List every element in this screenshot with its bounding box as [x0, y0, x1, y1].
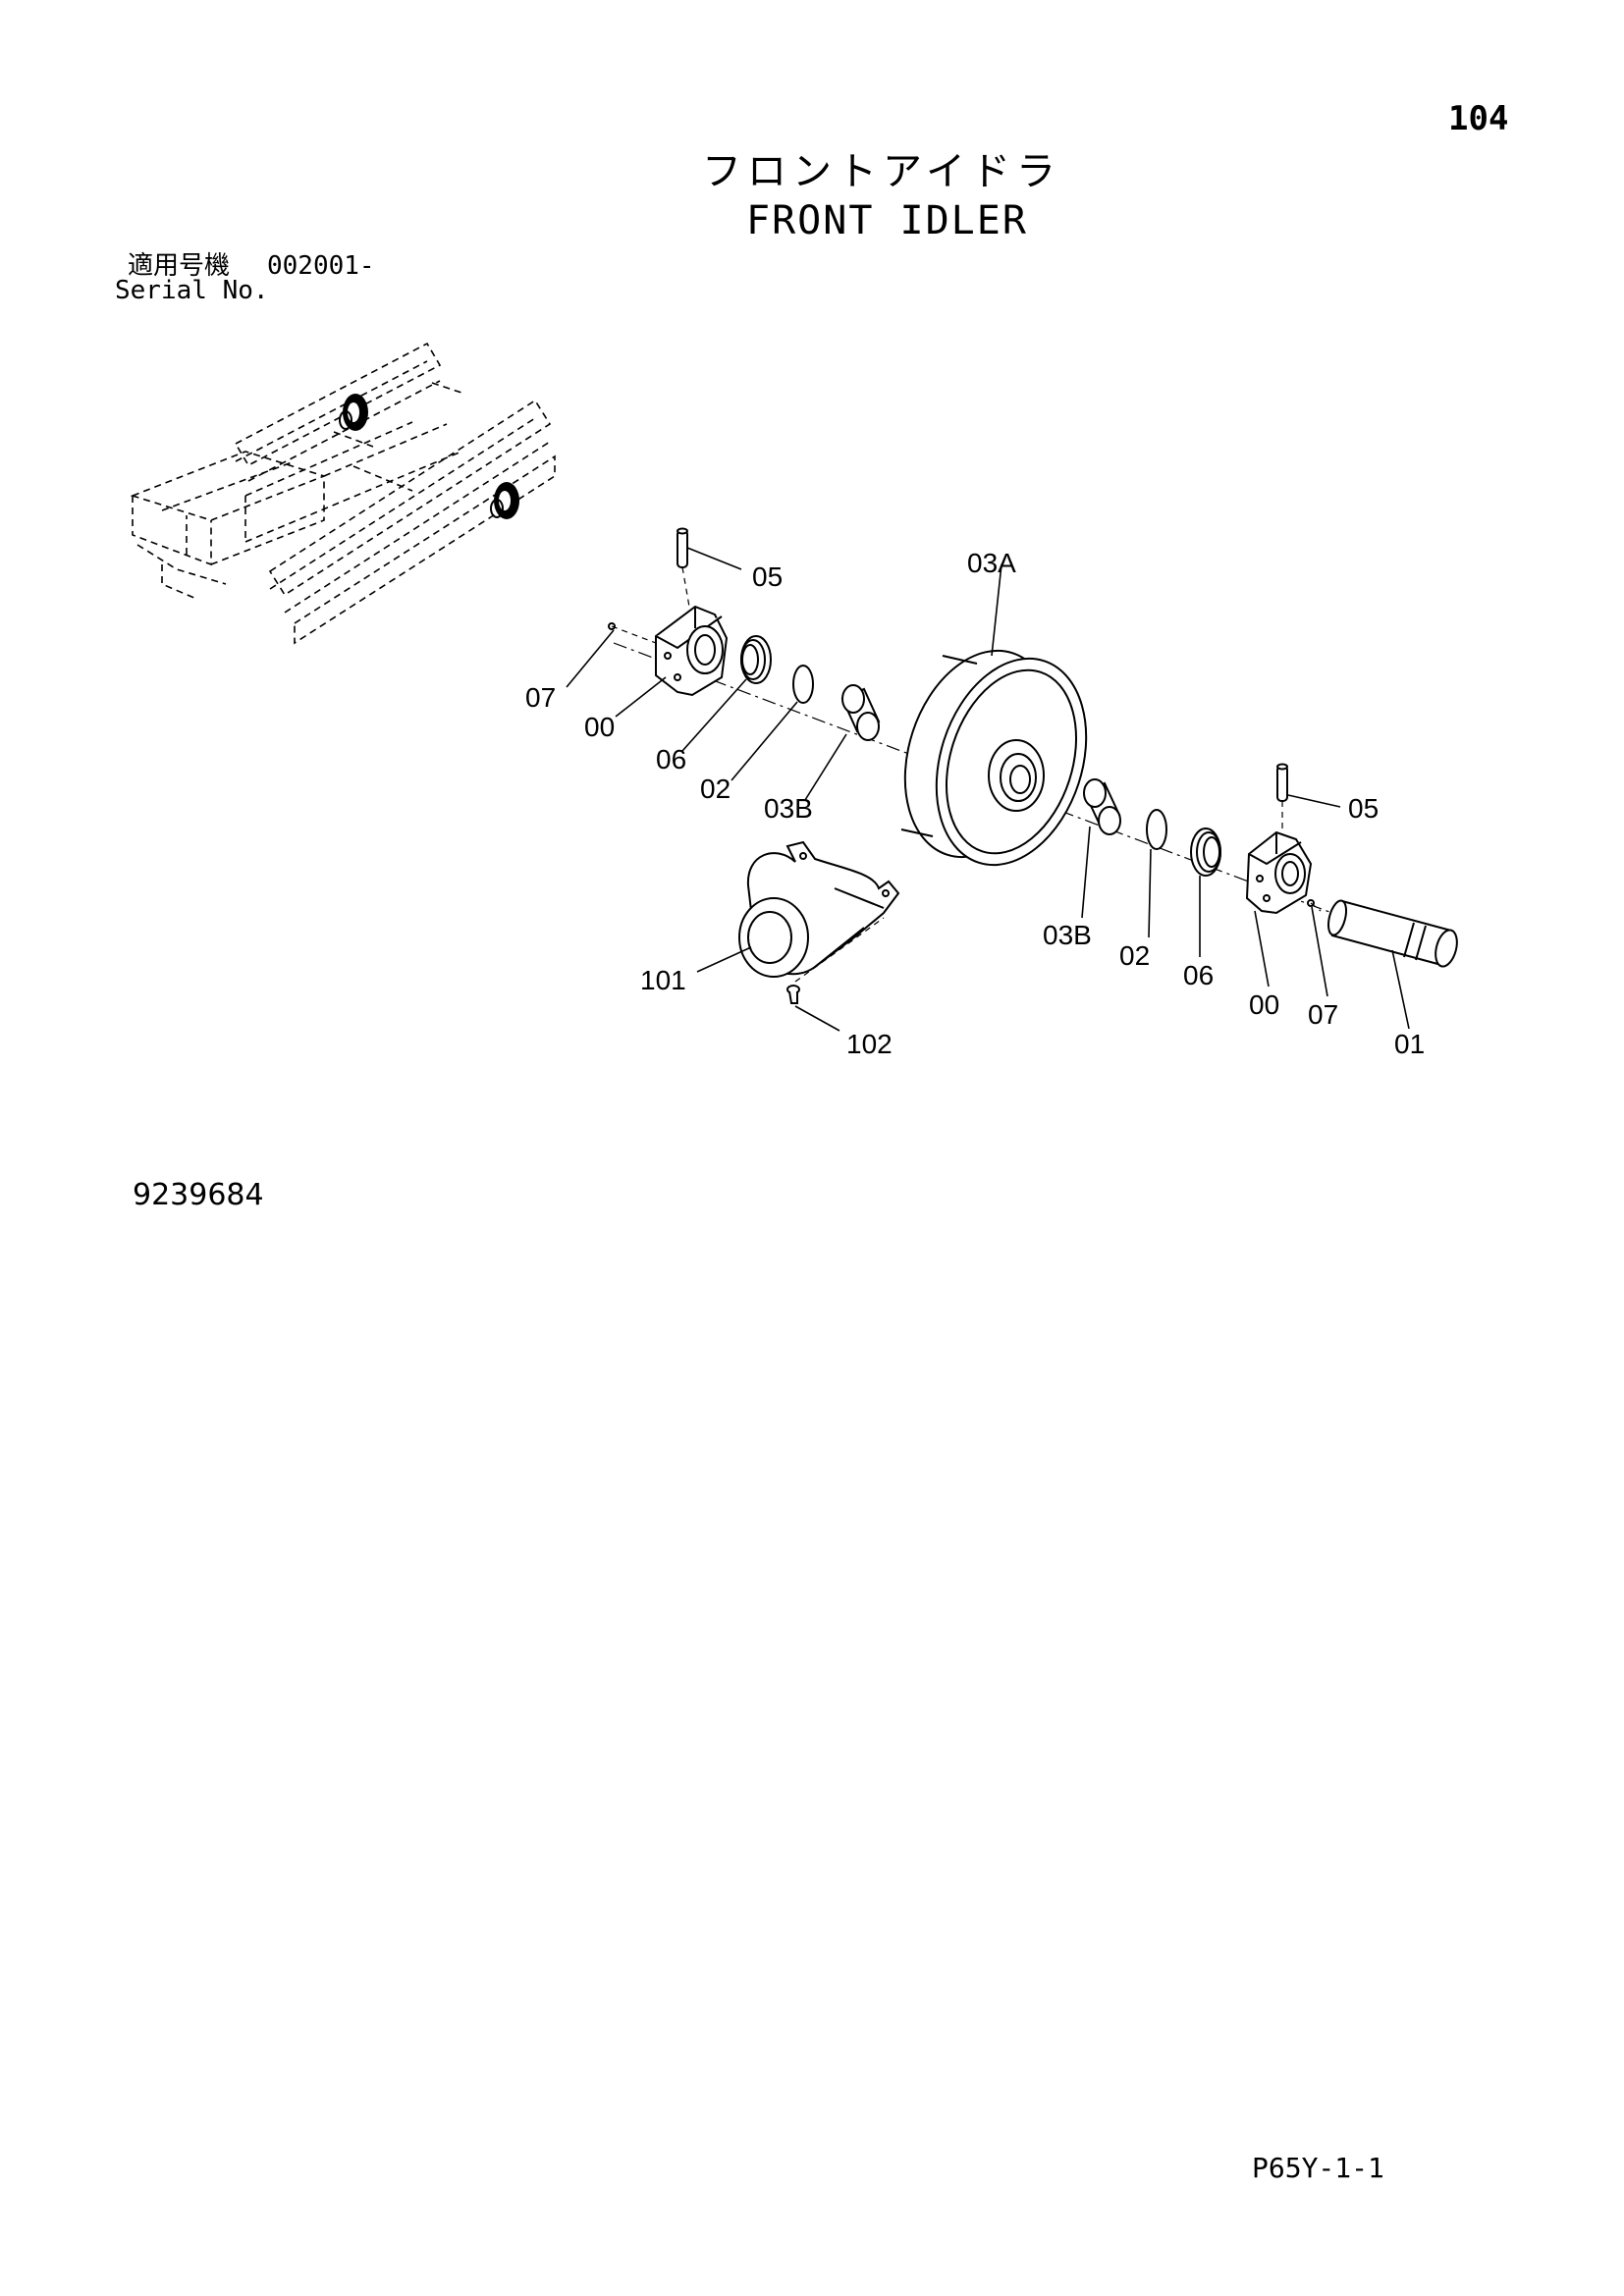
callout-02-left: 02 [700, 774, 731, 804]
bolt-assembly-line [794, 917, 885, 983]
callout-07-right: 07 [1308, 999, 1338, 1030]
callout-06-left: 06 [656, 744, 686, 774]
serial-label-japanese: 適用号機 [128, 251, 231, 281]
serial-value: 002001- [267, 251, 375, 281]
part-02-o-ring-right [1146, 809, 1167, 850]
title-japanese: フロントアイドラ [702, 149, 1061, 194]
part-03A-idler-wheel [900, 649, 1088, 867]
title-english: FRONT IDLER [746, 198, 1028, 243]
part-05-pin-left [677, 527, 688, 568]
idler-marker-lower [490, 482, 519, 519]
part-00-bracket-right [1245, 830, 1313, 915]
part-102-bolt [786, 985, 800, 1004]
callout-03B-right: 03B [1043, 920, 1092, 950]
part-02-o-ring-left [792, 665, 814, 704]
part-06-seal-left [740, 635, 772, 684]
idler-marker-upper [339, 394, 368, 431]
callout-05-right: 05 [1348, 793, 1379, 824]
callout-01: 01 [1394, 1029, 1425, 1059]
callout-07-left: 07 [525, 682, 556, 713]
page-number: 104 [1448, 99, 1509, 138]
callout-05-left: 05 [752, 561, 783, 592]
part-00-bracket-left [655, 605, 729, 697]
callout-102: 102 [846, 1029, 893, 1059]
leader-lines [566, 547, 1410, 1032]
serial-label-english: Serial No. [115, 276, 269, 305]
callout-03A: 03A [967, 548, 1016, 578]
part-06-seal-right [1190, 828, 1221, 877]
callout-00-left: 00 [584, 712, 615, 742]
callout-03B-left: 03B [764, 793, 813, 824]
part-05-pin-right [1276, 763, 1288, 802]
callout-02-right: 02 [1119, 940, 1150, 971]
callout-00-right: 00 [1249, 989, 1279, 1020]
page-code: P65Y-1-1 [1252, 2152, 1384, 2184]
part-101-idler-support [738, 840, 900, 978]
part-01-shaft [1326, 899, 1458, 968]
undercarriage-locator [130, 342, 556, 645]
callout-06-right: 06 [1183, 960, 1214, 990]
callout-101: 101 [640, 965, 686, 995]
part-03B-bushing-left [840, 684, 881, 741]
drawing-number: 9239684 [133, 1178, 264, 1212]
part-03B-bushing-right [1083, 778, 1121, 835]
